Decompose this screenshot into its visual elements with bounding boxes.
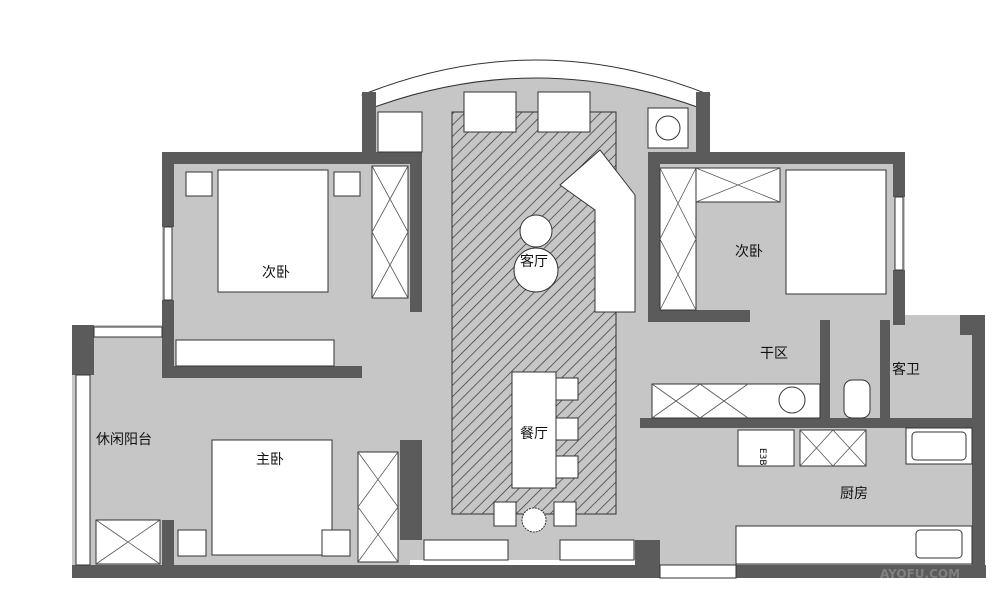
room-label-second-bedroom-left: 次卧 xyxy=(262,265,290,281)
room-label-leisure-balcony: 休闲阳台 xyxy=(96,432,152,448)
plant-icon xyxy=(521,507,547,533)
dining-chair xyxy=(555,377,579,401)
armchair xyxy=(537,91,591,133)
bed xyxy=(785,169,887,295)
wardrobe xyxy=(371,165,409,299)
room-label-living: 客厅 xyxy=(520,253,548,270)
fridge xyxy=(737,429,795,467)
coffee-table xyxy=(513,247,559,293)
room-label-dry-area: 干区 xyxy=(760,346,788,362)
bed xyxy=(211,439,333,556)
dining-chair xyxy=(555,417,579,441)
dining-chair xyxy=(555,455,579,479)
fridge-label: E3B xyxy=(757,448,767,466)
dining-chair xyxy=(553,501,577,527)
bed xyxy=(217,169,329,293)
room-label-second-bedroom-right: 次卧 xyxy=(735,244,763,260)
nightstand xyxy=(177,529,207,557)
stove-icon xyxy=(911,431,967,461)
walls xyxy=(72,92,986,578)
cabinet xyxy=(423,539,509,561)
room-label-dining: 餐厅 xyxy=(520,426,548,442)
sink-icon xyxy=(915,529,963,559)
wardrobe xyxy=(377,111,423,153)
room-label-guest-bathroom: 客卫 xyxy=(892,361,920,378)
room-label-kitchen: 厨房 xyxy=(840,486,868,502)
toilet xyxy=(843,379,871,419)
cabinet xyxy=(559,539,635,561)
sofa xyxy=(559,149,636,313)
dining-table xyxy=(511,371,557,489)
nightstand xyxy=(333,171,361,197)
nightstand xyxy=(321,529,351,557)
washing-machine-drum-icon xyxy=(655,115,681,141)
wardrobe xyxy=(357,451,399,563)
desk xyxy=(175,339,335,367)
nightstand xyxy=(185,171,213,197)
windows xyxy=(75,196,904,579)
dining-chair xyxy=(493,501,517,527)
armchair xyxy=(463,91,517,133)
wardrobe xyxy=(659,167,697,311)
wash-basin xyxy=(778,386,806,414)
side-table xyxy=(519,214,553,248)
watermark: AYOFU.COM xyxy=(880,567,960,581)
kitchen-cabinet xyxy=(799,429,867,467)
room-label-master-bedroom: 主卧 xyxy=(256,452,284,468)
